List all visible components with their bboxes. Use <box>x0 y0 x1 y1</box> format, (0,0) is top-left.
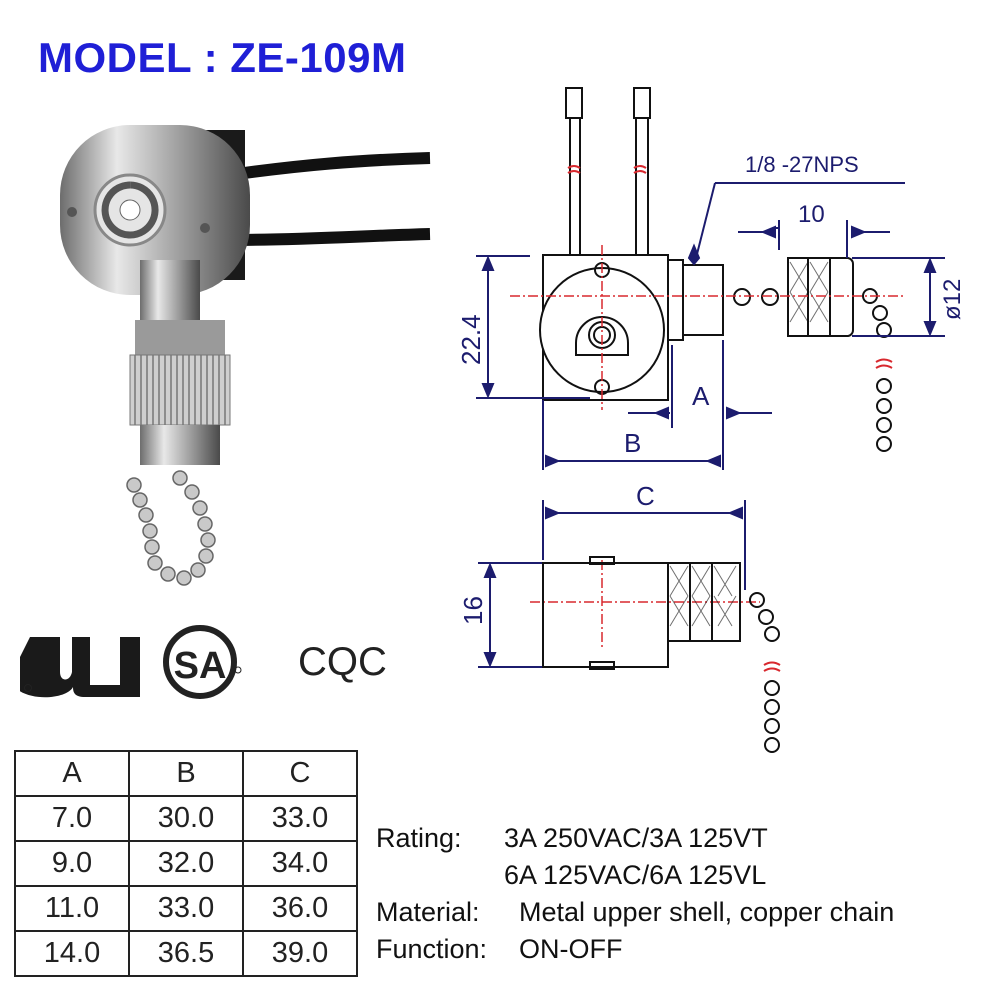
header-a: A <box>14 750 130 797</box>
thread-label: 1/8 -27NPS <box>745 152 859 177</box>
rating-row-2: 6A 125VAC/6A 125VL <box>376 857 894 894</box>
dim-c: C <box>636 481 655 511</box>
table-row: 7.0 30.0 33.0 <box>14 795 358 842</box>
rating-label: Rating: <box>376 823 462 853</box>
cell: 14.0 <box>14 930 130 977</box>
pull-knob <box>129 354 231 426</box>
table-row: 14.0 36.5 39.0 <box>14 930 358 977</box>
cell: 7.0 <box>14 795 130 842</box>
top-view <box>539 87 892 452</box>
ul-logo <box>20 637 140 698</box>
bead-chain <box>126 470 216 586</box>
cell: 36.5 <box>128 930 244 977</box>
cqc-logo: CQC <box>298 640 387 684</box>
cell: 33.0 <box>242 795 358 842</box>
cell: 33.0 <box>128 885 244 932</box>
cell: 34.0 <box>242 840 358 887</box>
dim-b: B <box>624 428 641 458</box>
wires <box>229 152 431 246</box>
function-row: Function: ON-OFF <box>376 931 894 968</box>
table-header-row: A B C <box>14 750 358 797</box>
material-value: Metal upper shell, copper chain <box>519 897 895 927</box>
cell: 11.0 <box>14 885 130 932</box>
center-lines <box>510 245 905 650</box>
product-photo <box>60 125 431 586</box>
cell: 32.0 <box>128 840 244 887</box>
rating-line1: 3A 250VAC/3A 125VT <box>504 823 768 853</box>
dim-dia12: ø12 <box>939 279 966 320</box>
model-title: MODEL : ZE-109M <box>38 34 407 81</box>
dim-a: A <box>692 381 710 411</box>
cell: 36.0 <box>242 885 358 932</box>
svg-text:SA: SA <box>174 645 227 687</box>
function-value: ON-OFF <box>519 934 623 964</box>
dimension-lines <box>476 182 945 668</box>
table-row: 11.0 33.0 36.0 <box>14 885 358 932</box>
dim-16: 16 <box>458 596 488 625</box>
table-row: 9.0 32.0 34.0 <box>14 840 358 887</box>
rating-row: Rating: 3A 250VAC/3A 125VT <box>376 820 894 857</box>
dimension-table: A B C 7.0 30.0 33.0 9.0 32.0 34.0 11.0 3… <box>14 750 358 977</box>
rating-line2: 6A 125VAC/6A 125VL <box>504 860 767 890</box>
header-c: C <box>242 750 358 797</box>
cell: 39.0 <box>242 930 358 977</box>
material-row: Material: Metal upper shell, copper chain <box>376 894 894 931</box>
cell: 9.0 <box>14 840 130 887</box>
material-label: Material: <box>376 897 480 927</box>
csa-logo: SA <box>163 625 242 699</box>
dim-22-4: 22.4 <box>456 314 486 365</box>
function-label: Function: <box>376 934 488 964</box>
side-view <box>542 556 780 753</box>
header-b: B <box>128 750 244 797</box>
cell: 30.0 <box>128 795 244 842</box>
spec-list: Rating: 3A 250VAC/3A 125VT 6A 125VAC/6A 1… <box>376 820 894 968</box>
dim-10: 10 <box>798 201 825 228</box>
